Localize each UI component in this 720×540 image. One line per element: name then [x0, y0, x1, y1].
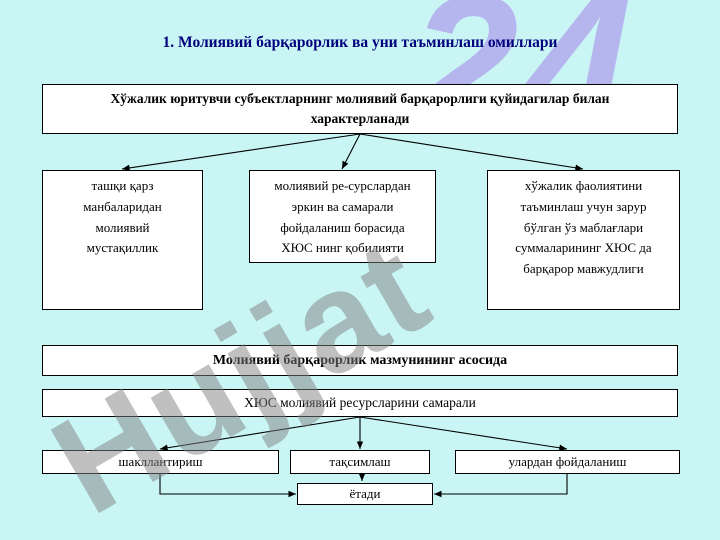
basis-box: Молиявий барқарорлик мазмунининг асосида — [42, 345, 678, 376]
process-box-distribution: тақсимлаш — [290, 450, 430, 474]
factor-box-resource-usage: молиявий ре-сурслардан эркин ва самарали… — [249, 170, 436, 263]
resource-box: ХЮС молиявий ресурсларини самарали — [42, 389, 678, 417]
process-box-utilization: улардан фойдаланиш — [455, 450, 680, 474]
factor-box-independence: ташқи қарз манбаларидан молиявий мустақи… — [42, 170, 203, 310]
process-box-formation: шакллантириш — [42, 450, 279, 474]
factor-box-own-funds: хўжалик фаолиятини таъминлаш учун зарур … — [487, 170, 680, 310]
characteristics-box: Хўжалик юритувчи субъектларнинг молиявий… — [42, 84, 678, 134]
page-title: 1. Молиявий барқарорлик ва уни таъминлаш… — [162, 34, 558, 51]
end-box: ётади — [297, 483, 433, 505]
